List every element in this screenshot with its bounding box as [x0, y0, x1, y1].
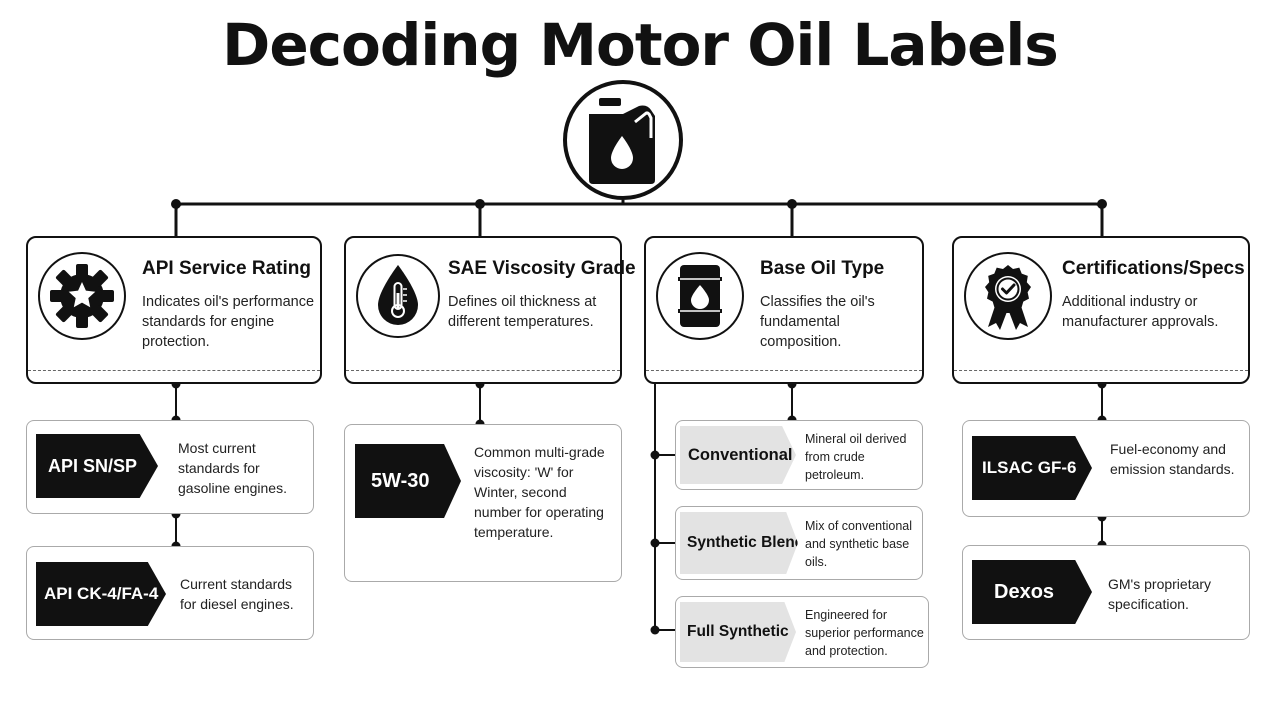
card-title: Certifications/Specs [1062, 258, 1245, 279]
icon-circle [964, 252, 1052, 340]
card-title: API Service Rating [142, 258, 311, 279]
card-description: Classifies the oil's fundamental composi… [760, 294, 875, 350]
card-description: Indicates oil's performance standards fo… [142, 294, 315, 350]
item-description: Engineered for superior performance and … [805, 608, 924, 658]
label-tag: Full Synthetic [680, 602, 796, 662]
icon-circle [656, 252, 744, 340]
divider [954, 370, 1248, 371]
icon-circle [38, 252, 126, 340]
label-tag: API SN/SP [36, 434, 158, 498]
card-description: Additional industry or manufacturer appr… [1062, 294, 1219, 330]
oil-can-icon [589, 98, 655, 184]
item-description: Most current standards for gasoline engi… [178, 440, 287, 496]
label-tag: API CK-4/FA-4 [36, 562, 166, 626]
oil-drop-thermometer-icon [378, 265, 418, 325]
item-description: Mineral oil derived from crude petroleum… [805, 432, 907, 482]
label-tag: Conventional [680, 426, 796, 484]
category-card-api: API Service Rating Indicates oil's perfo… [26, 236, 322, 384]
item-description: Current standards for diesel engines. [180, 576, 294, 612]
gear-star-icon [50, 264, 114, 328]
card-description: Defines oil thickness at different tempe… [448, 294, 597, 330]
divider [346, 370, 620, 371]
item-description: Mix of conventional and synthetic base o… [805, 519, 913, 569]
item-description: Common multi-grade viscosity: 'W' for Wi… [474, 444, 605, 540]
item-description: Fuel-economy and emission standards. [1110, 441, 1235, 477]
category-card-sae: SAE Viscosity Grade Defines oil thicknes… [344, 236, 636, 384]
label-tag: Dexos [972, 560, 1092, 624]
hub-circle [563, 80, 683, 200]
icon-circle [356, 254, 440, 338]
item-description: GM's proprietary specification. [1108, 576, 1212, 612]
page-title: Decoding Motor Oil Labels [222, 11, 1059, 79]
card-title: Base Oil Type [760, 258, 885, 279]
oil-barrel-icon [678, 265, 722, 327]
label-tag: ILSAC GF-6 [972, 436, 1092, 500]
category-card-base-oil: Base Oil Type Classifies the oil's funda… [644, 236, 924, 384]
label-tag: 5W-30 [355, 444, 461, 518]
award-badge-icon [985, 265, 1031, 330]
category-card-certifications: Certifications/Specs Additional industry… [952, 236, 1250, 384]
divider [28, 370, 320, 371]
divider [646, 370, 922, 371]
card-title: SAE Viscosity Grade [448, 258, 636, 279]
label-tag: Synthetic Blend [680, 512, 798, 574]
